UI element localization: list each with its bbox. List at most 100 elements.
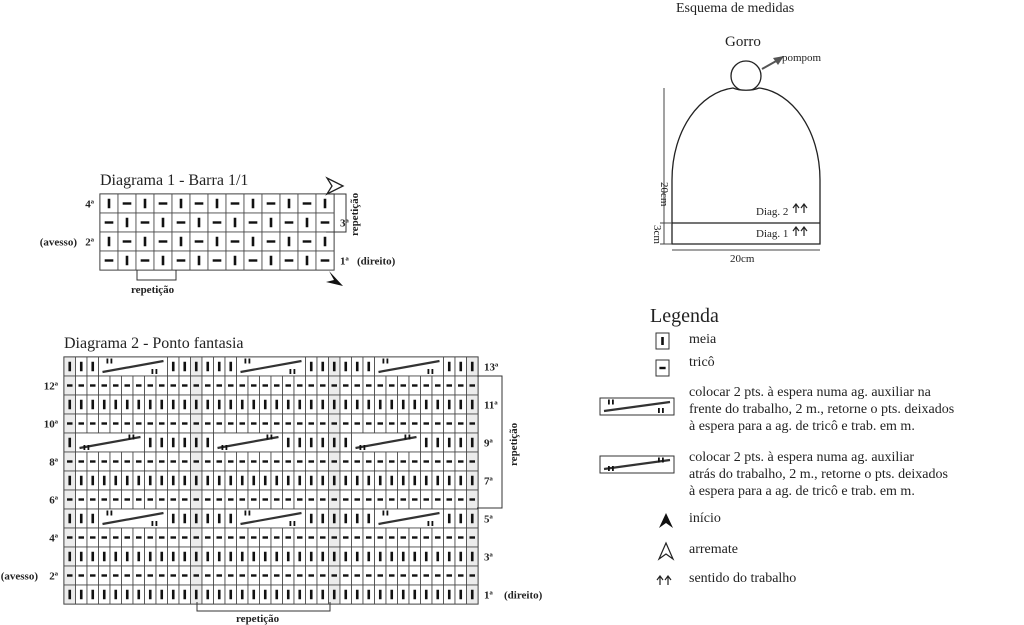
purl-icon xyxy=(434,384,441,387)
knit-icon xyxy=(194,475,198,486)
purl-icon xyxy=(158,422,165,425)
purl-icon xyxy=(176,221,186,224)
cable-tick xyxy=(244,510,247,516)
purl-icon xyxy=(250,460,257,463)
purl-icon xyxy=(158,202,168,205)
knit-icon xyxy=(424,437,428,448)
purl-icon xyxy=(285,574,292,577)
knit-icon xyxy=(206,589,210,600)
knit-icon xyxy=(125,475,129,486)
purl-icon xyxy=(216,498,223,501)
knit-icon xyxy=(355,589,359,600)
purl-icon xyxy=(89,536,96,539)
purl-icon xyxy=(112,498,119,501)
direction-arrows-icon xyxy=(792,203,808,213)
knit-icon xyxy=(171,475,175,486)
purl-icon xyxy=(124,498,131,501)
knit-icon xyxy=(206,551,210,562)
knit-icon xyxy=(137,589,141,600)
cable-front-icon xyxy=(102,510,164,526)
purl-icon xyxy=(319,536,326,539)
cable-back-icon xyxy=(79,434,141,450)
purl-icon xyxy=(285,498,292,501)
knit-icon xyxy=(459,551,463,562)
diagram-1-horizontal-repeat-bracket xyxy=(136,270,177,281)
cable-tick xyxy=(662,457,664,463)
knit-icon xyxy=(137,551,141,562)
knit-icon xyxy=(424,589,428,600)
knit-icon xyxy=(206,361,210,372)
purl-icon xyxy=(216,574,223,577)
legend-text: frente do trabalho, 2 m., retorne o pts.… xyxy=(689,402,954,417)
knit-icon xyxy=(114,399,118,410)
knit-icon xyxy=(183,475,187,486)
purl-icon xyxy=(469,422,476,425)
knit-icon xyxy=(298,399,302,410)
knit-icon xyxy=(355,399,359,410)
knit-icon xyxy=(447,513,451,524)
knit-icon xyxy=(183,551,187,562)
knit-icon xyxy=(344,437,348,448)
purl-icon xyxy=(204,422,211,425)
purl-icon xyxy=(140,221,150,224)
knit-icon xyxy=(309,475,313,486)
knit-icon xyxy=(102,589,106,600)
knit-icon xyxy=(323,236,327,247)
purl-icon xyxy=(388,574,395,577)
knit-icon xyxy=(286,475,290,486)
knit-icon xyxy=(183,361,187,372)
purl-icon xyxy=(434,422,441,425)
purl-icon xyxy=(296,574,303,577)
purl-icon xyxy=(124,536,131,539)
purl-icon xyxy=(457,574,464,577)
row-number: 13ª xyxy=(484,362,499,374)
purl-icon xyxy=(124,460,131,463)
knit-icon xyxy=(378,589,382,600)
knit-icon xyxy=(263,475,267,486)
knit-icon xyxy=(160,589,164,600)
row-number: 1ª xyxy=(340,256,350,268)
knit-icon xyxy=(321,437,325,448)
knit-icon xyxy=(91,513,95,524)
purl-icon xyxy=(354,460,361,463)
purl-icon xyxy=(446,574,453,577)
purl-icon xyxy=(296,422,303,425)
cable-tick xyxy=(404,434,407,440)
purl-icon xyxy=(457,422,464,425)
knit-icon xyxy=(367,475,371,486)
knit-icon xyxy=(275,589,279,600)
legend-text: tricô xyxy=(689,355,715,370)
purl-icon xyxy=(342,422,349,425)
purl-icon xyxy=(101,498,108,501)
purl-icon xyxy=(216,536,223,539)
knit-icon xyxy=(447,437,451,448)
diagram-1-horizontal-repeat-label: repetição xyxy=(131,284,175,296)
start-arrow-icon xyxy=(326,271,343,286)
diagram-1: Diagrama 1 - Barra 1/1 4ª3ª2ª(avesso)1ª(… xyxy=(40,172,396,296)
purl-icon xyxy=(193,384,200,387)
purl-icon xyxy=(193,498,200,501)
legend-item: sentido do trabalho xyxy=(656,571,796,586)
purl-icon xyxy=(124,574,131,577)
purl-icon xyxy=(302,240,312,243)
row-side-label: (direito) xyxy=(357,256,396,268)
purl-icon xyxy=(239,574,246,577)
knit-icon xyxy=(171,513,175,524)
knit-icon xyxy=(424,399,428,410)
cable-tick xyxy=(266,434,269,440)
knit-icon xyxy=(309,589,313,600)
row-number: 5ª xyxy=(484,514,494,526)
purl-icon xyxy=(285,460,292,463)
knit-icon xyxy=(171,551,175,562)
knit-icon xyxy=(194,437,198,448)
knit-icon xyxy=(286,589,290,600)
cable-front-icon xyxy=(240,358,302,374)
purl-icon xyxy=(147,460,154,463)
cable-tick xyxy=(427,521,430,526)
purl-icon xyxy=(193,536,200,539)
knit-icon xyxy=(447,551,451,562)
knit-icon xyxy=(194,399,198,410)
purl-icon xyxy=(434,536,441,539)
purl-icon xyxy=(104,221,114,224)
knit-icon xyxy=(275,399,279,410)
